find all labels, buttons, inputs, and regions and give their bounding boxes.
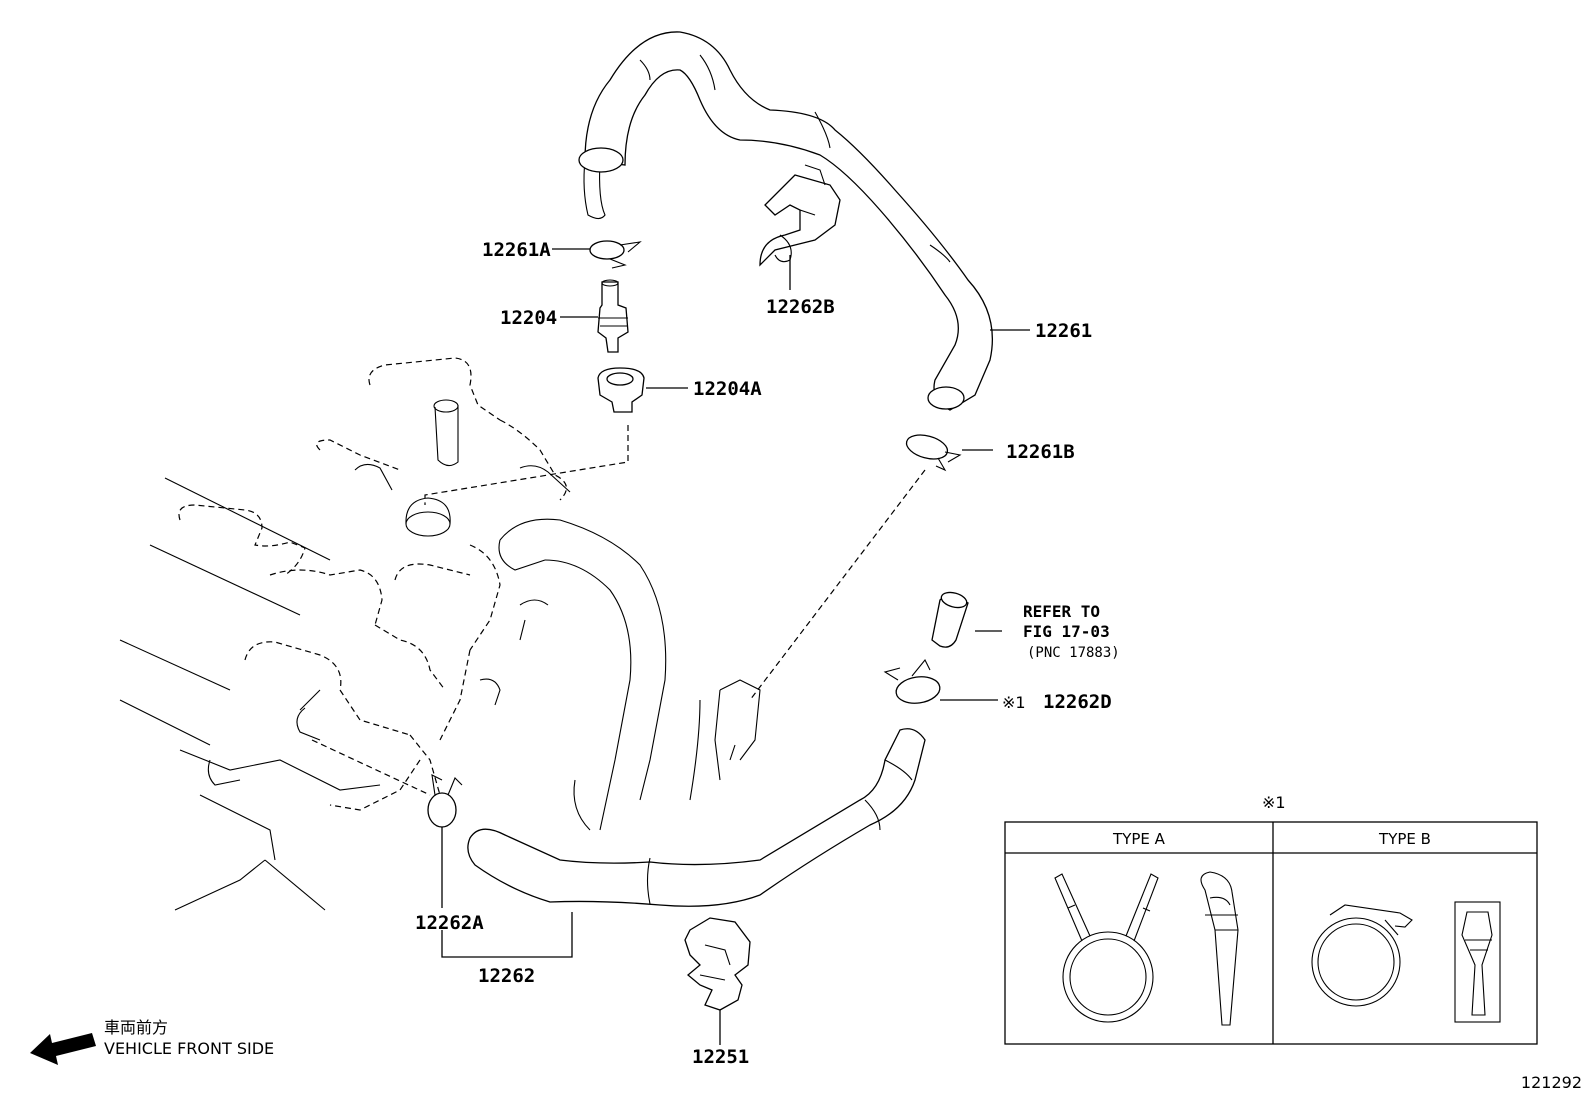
dash-clamp-to-hose — [749, 469, 926, 701]
label-12262a: 12262A — [415, 912, 484, 934]
clamp-12261a — [589, 240, 642, 269]
illustration-number: 121292 — [1521, 1073, 1582, 1092]
clamp-12261b — [905, 434, 962, 472]
dash-clampA-to-engine — [311, 739, 431, 796]
type-a-wire-clamp — [1054, 873, 1159, 1023]
label-12251: 12251 — [692, 1046, 749, 1068]
note-mark-12262d: ※1 — [1002, 693, 1026, 712]
hose-12262 — [467, 728, 926, 907]
direction-english: VEHICLE FRONT SIDE — [104, 1039, 274, 1058]
label-12261: 12261 — [1035, 320, 1092, 342]
hose-stub-17883 — [931, 591, 969, 648]
inset-type-a: TYPE A — [1112, 830, 1166, 848]
vehicle-front-direction: 車両前方 VEHICLE FRONT SIDE — [30, 1018, 274, 1065]
label-12261a: 12261A — [482, 239, 551, 261]
label-12262d: 12262D — [1043, 691, 1112, 713]
type-b-side-view — [1454, 901, 1501, 1023]
label-12204: 12204 — [500, 307, 557, 329]
inset-type-b: TYPE B — [1378, 830, 1431, 848]
clip-12251 — [684, 917, 751, 1011]
hose-12261 — [578, 31, 993, 411]
clamp-type-inset: ※1 TYPE A TYPE B — [1004, 793, 1538, 1045]
pcv-valve-12204 — [597, 279, 629, 353]
label-12204a: 12204A — [693, 378, 762, 400]
refer-line-2: FIG 17-03 — [1023, 622, 1110, 641]
grommet-12204a — [597, 367, 645, 413]
refer-line-3: (PNC 17883) — [1027, 645, 1120, 661]
clamp-12262a — [427, 774, 463, 828]
direction-arrow-icon — [30, 1033, 96, 1065]
clamp-12262d — [883, 658, 941, 704]
direction-japanese: 車両前方 — [104, 1018, 168, 1037]
clip-12262b — [759, 164, 841, 267]
label-12261b: 12261B — [1006, 441, 1075, 463]
type-b-band-clamp — [1311, 904, 1413, 1007]
refer-line-1: REFER TO — [1023, 602, 1100, 621]
type-a-side-view — [1200, 871, 1239, 1026]
engine-illustration — [119, 357, 761, 911]
label-12262b: 12262B — [766, 296, 835, 318]
label-12262: 12262 — [478, 965, 535, 987]
leader-lines — [441, 248, 1030, 1045]
inset-mark: ※1 — [1262, 793, 1286, 812]
